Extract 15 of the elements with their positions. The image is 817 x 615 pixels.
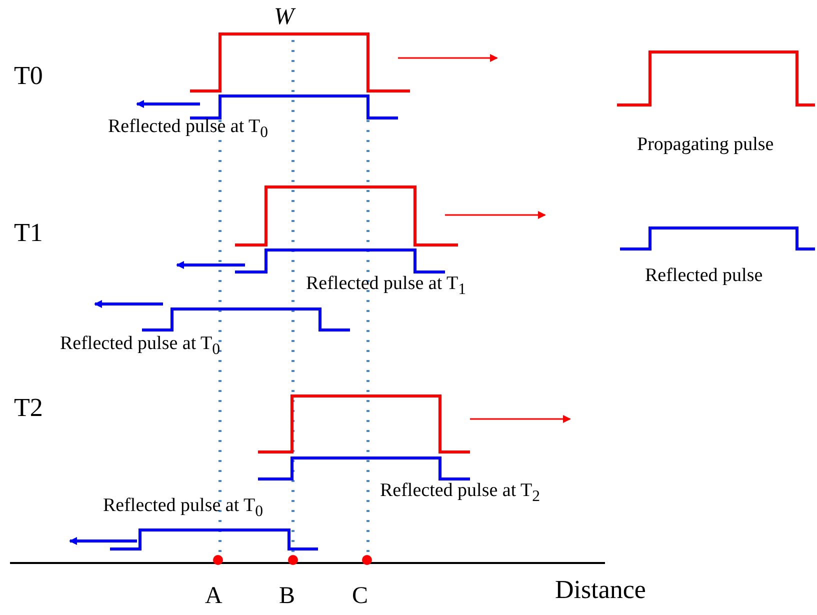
point-label: C (352, 583, 368, 610)
pulse-label: Reflected pulse at T$_{0}$ (60, 334, 220, 358)
time-label: T1 (14, 219, 43, 248)
point-label: B (279, 583, 296, 610)
legend-label: Propagating pulse (637, 135, 774, 156)
axis-label: Distance (555, 576, 646, 605)
width-label: W (274, 4, 294, 30)
pulse-label: Reflected pulse at T$_{1}$ (306, 274, 466, 298)
pulse-label: Reflected pulse at T$_{0}$ (108, 117, 268, 142)
time-label: T0 (14, 62, 43, 91)
pulse-label: Reflected pulse at T$_{2}$ (380, 481, 540, 506)
legend-label: Reflected pulse (645, 266, 763, 287)
point-label: A (205, 583, 222, 610)
pulse-label: Reflected pulse at T$_{0}$ (103, 496, 264, 520)
time-label: T2 (14, 394, 43, 423)
